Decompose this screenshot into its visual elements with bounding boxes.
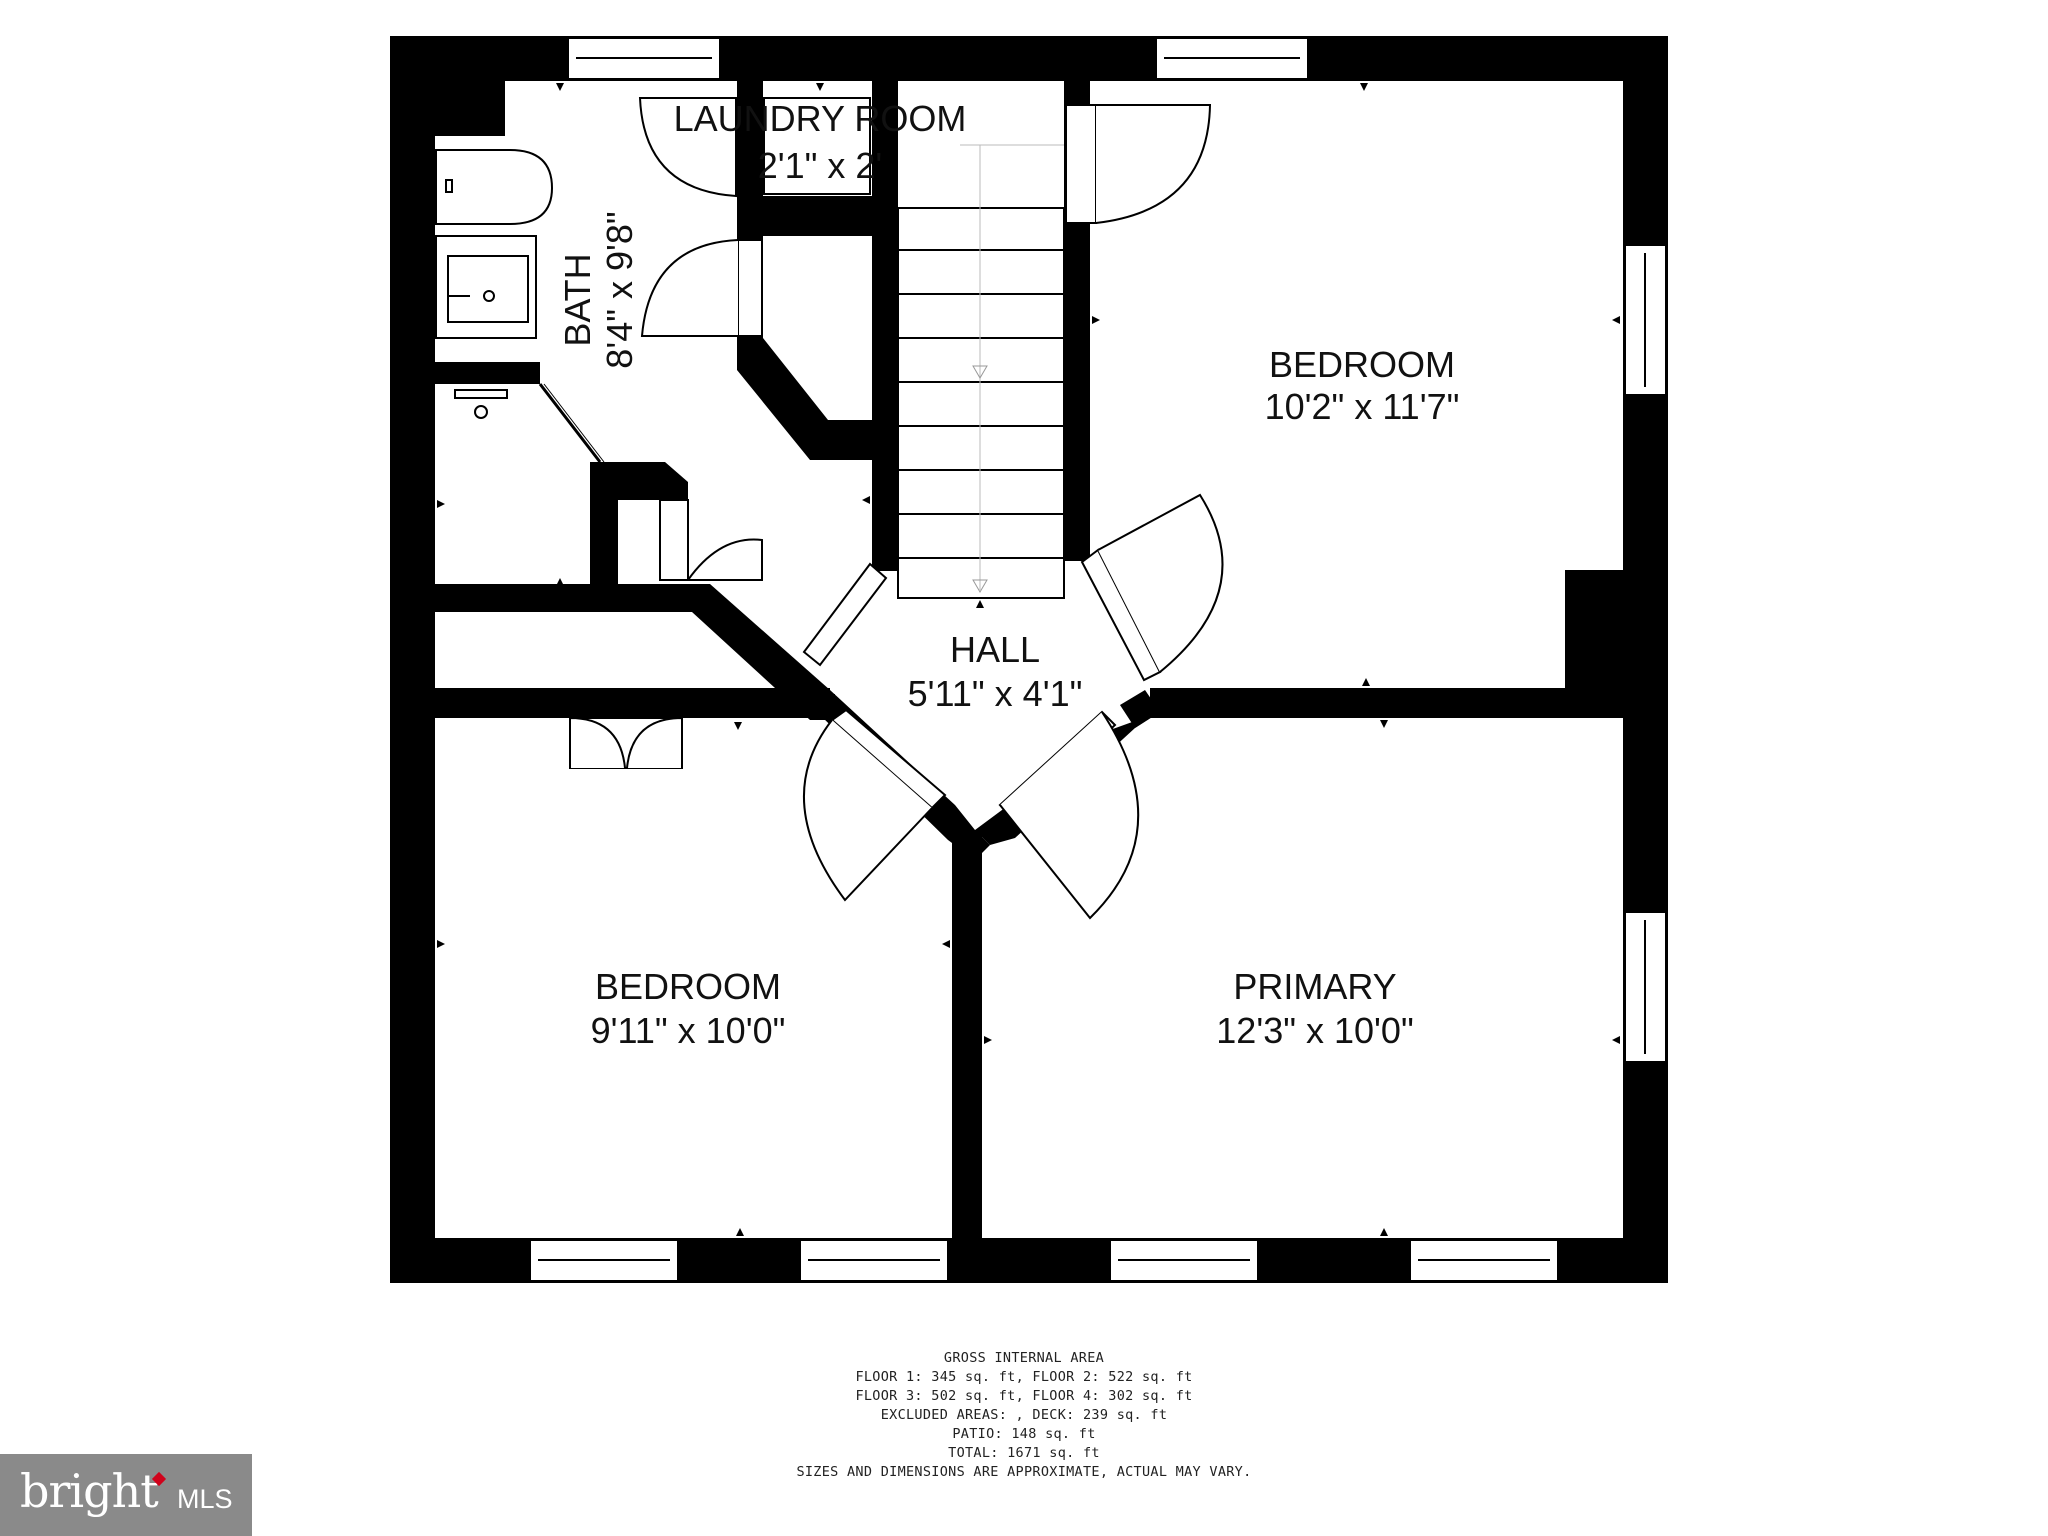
room-dims-bedroom-ne: 10'2" x 11'7": [1265, 386, 1460, 427]
dimension-markers: [437, 83, 1620, 1236]
fixtures: [435, 149, 605, 463]
room-name-bath: BATH: [557, 253, 598, 346]
logo-suffix: MLS: [177, 1484, 233, 1514]
area-notes: GROSS INTERNAL AREA FLOOR 1: 345 sq. ft,…: [0, 1349, 2048, 1482]
room-dims-bedroom-sw: 9'11" x 10'0": [591, 1010, 786, 1051]
door-laundry-right: [763, 97, 871, 195]
area-line-1: FLOOR 1: 345 sq. ft, FLOOR 2: 522 sq. ft: [855, 1369, 1193, 1385]
area-line-3: EXCLUDED AREAS: , DECK: 239 sq. ft: [880, 1407, 1168, 1423]
room-dims-primary: 12'3" x 10'0": [1216, 1010, 1413, 1051]
room-labels: LAUNDRY ROOM 2'1" x 2' BATH 8'4" x 9'8" …: [557, 98, 1459, 1051]
exterior-wall-left: [390, 36, 435, 1283]
room-name-hall: HALL: [950, 629, 1040, 670]
door-laundry-left: [638, 97, 737, 198]
room-name-laundry: LAUNDRY ROOM: [674, 98, 967, 139]
toilet-icon: [435, 149, 554, 225]
room-dims-bath: 8'4" x 9'8": [599, 211, 640, 368]
stairs: [897, 144, 1065, 599]
area-title: GROSS INTERNAL AREA: [943, 1350, 1105, 1366]
area-disclaimer: SIZES AND DIMENSIONS ARE APPROXIMATE, AC…: [796, 1464, 1252, 1480]
logo-brand: bright: [20, 1464, 159, 1518]
exterior-wall-right: [1623, 36, 1668, 1283]
room-name-bedroom-sw: BEDROOM: [595, 966, 781, 1007]
floor-plan: LAUNDRY ROOM 2'1" x 2' BATH 8'4" x 9'8" …: [390, 36, 1668, 1283]
faucet-icon: [454, 389, 508, 399]
room-dims-laundry: 2'1" x 2': [758, 145, 883, 186]
windows: [529, 37, 1667, 1282]
doors: [569, 97, 1224, 920]
area-line-5: TOTAL: 1671 sq. ft: [948, 1445, 1100, 1461]
area-line-2: FLOOR 3: 502 sq. ft, FLOOR 4: 302 sq. ft: [855, 1388, 1193, 1404]
bright-mls-logo: bright MLS: [0, 1454, 252, 1536]
area-line-4: PATIO: 148 sq. ft: [952, 1426, 1096, 1442]
room-name-primary: PRIMARY: [1233, 966, 1396, 1007]
room-name-bedroom-ne: BEDROOM: [1269, 344, 1455, 385]
room-dims-hall: 5'11" x 4'1": [908, 673, 1083, 714]
